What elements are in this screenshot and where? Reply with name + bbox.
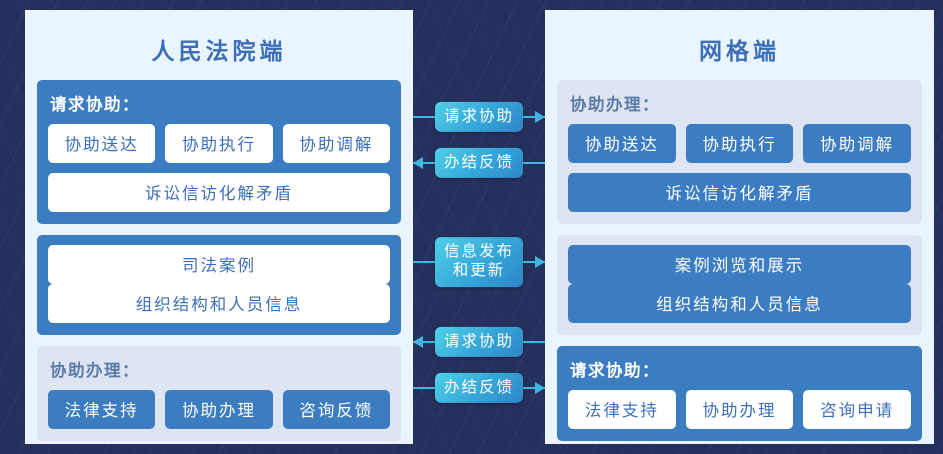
arrow-right-icon: [535, 111, 545, 123]
connector-line-right: [521, 116, 545, 118]
connector-line-right: [521, 341, 545, 343]
chip-assist-mediation[interactable]: 协助调解: [803, 124, 912, 163]
connector-request-assistance-to-grid: 请求协助: [413, 100, 545, 134]
section-label: 协助办理：: [50, 362, 140, 380]
section-label: 协助办理：: [570, 96, 660, 114]
chip-assist-mediation[interactable]: 协助调解: [282, 124, 390, 163]
chip-legal-support[interactable]: 法律支持: [568, 390, 676, 429]
chip-assist-execution[interactable]: 协助执行: [165, 124, 273, 163]
connector-line-right: [521, 261, 545, 263]
connector-line-left: [413, 116, 437, 118]
chip-assist-execution[interactable]: 协助执行: [685, 124, 794, 163]
court-section-request-assistance: 请求协助： 协助送达 协助执行 协助调解 诉讼信访化解矛盾: [37, 80, 401, 224]
connector-label: 办结反馈: [435, 147, 523, 179]
chip-judicial-cases[interactable]: 司法案例: [48, 245, 390, 284]
chip-consult-application[interactable]: 咨询申请: [803, 390, 912, 429]
chip-case-browsing-display[interactable]: 案例浏览和展示: [568, 245, 911, 284]
section-label: 请求协助：: [50, 96, 140, 114]
grid-section-request-assistance: 请求协助： 法律支持 协助办理 咨询申请: [557, 346, 922, 441]
connector-line-left: [413, 341, 437, 343]
connector-line-left: [413, 261, 437, 263]
connector-label: 信息发布 和更新: [435, 237, 523, 287]
panel-court: 人民法院端 请求协助： 协助送达 协助执行 协助调解 诉讼信访化解矛盾 司法案例…: [25, 10, 413, 444]
panel-court-title: 人民法院端: [151, 38, 287, 64]
chip-assist-delivery[interactable]: 协助送达: [568, 124, 676, 163]
arrow-right-icon: [535, 256, 545, 268]
chip-row: 法律支持 协助办理 咨询反馈: [48, 390, 390, 429]
chip-assist-delivery[interactable]: 协助送达: [48, 124, 156, 163]
connector-label-line1: 办结反馈: [443, 153, 514, 171]
chip-org-structure-personnel[interactable]: 组织结构和人员信息: [568, 284, 911, 323]
chip-org-structure-personnel[interactable]: 组织结构和人员信息: [48, 284, 390, 323]
connector-line-right: [521, 162, 545, 164]
chip-legal-support[interactable]: 法律支持: [48, 390, 156, 429]
connector-label: 办结反馈: [435, 372, 523, 404]
connector-line-left: [413, 162, 437, 164]
chip-assist-handling[interactable]: 协助办理: [685, 390, 794, 429]
chip-litigation-petition-resolution[interactable]: 诉讼信访化解矛盾: [48, 173, 390, 212]
connector-label-line2: 和更新: [452, 262, 506, 280]
connector-label-line1: 信息发布: [443, 243, 514, 261]
grid-section-cases: 案例浏览和展示 组织结构和人员信息: [557, 235, 922, 335]
connector-label: 请求协助: [435, 101, 523, 133]
connector-label: 请求协助: [435, 326, 523, 358]
connector-completion-feedback-to-grid: 办结反馈: [413, 371, 545, 405]
connector-label-line1: 请求协助: [443, 332, 514, 350]
panel-grid: 网格端 协助办理： 协助送达 协助执行 协助调解 诉讼信访化解矛盾 案例浏览和展…: [545, 10, 934, 444]
court-section-cases: 司法案例 组织结构和人员信息: [37, 235, 401, 335]
chip-litigation-petition-resolution[interactable]: 诉讼信访化解矛盾: [568, 173, 911, 212]
chip-row: 协助送达 协助执行 协助调解: [48, 124, 390, 163]
arrow-right-icon: [535, 382, 545, 394]
grid-section-assist-handling: 协助办理： 协助送达 协助执行 协助调解 诉讼信访化解矛盾: [557, 80, 922, 224]
connector-label-line1: 办结反馈: [443, 378, 514, 396]
connector-line-left: [413, 387, 437, 389]
connector-completion-feedback-to-court: 办结反馈: [413, 146, 545, 180]
arrow-left-icon: [413, 157, 423, 169]
chip-assist-handling[interactable]: 协助办理: [165, 390, 273, 429]
arrow-left-icon: [413, 336, 423, 348]
section-label: 请求协助：: [570, 362, 660, 380]
connector-info-publish-update: 信息发布 和更新: [413, 235, 545, 289]
connector-line-right: [521, 387, 545, 389]
connector-column: 请求协助 办结反馈 信息发布 和更新 请求协助: [413, 10, 545, 444]
connector-label-line1: 请求协助: [443, 107, 514, 125]
connector-request-assistance-to-court: 请求协助: [413, 325, 545, 359]
chip-row: 协助送达 协助执行 协助调解: [568, 124, 912, 163]
panel-grid-title: 网格端: [699, 38, 780, 64]
chip-row: 法律支持 协助办理 咨询申请: [568, 390, 912, 429]
court-section-assist-handling: 协助办理： 法律支持 协助办理 咨询反馈: [37, 346, 401, 441]
chip-consult-feedback[interactable]: 咨询反馈: [282, 390, 390, 429]
